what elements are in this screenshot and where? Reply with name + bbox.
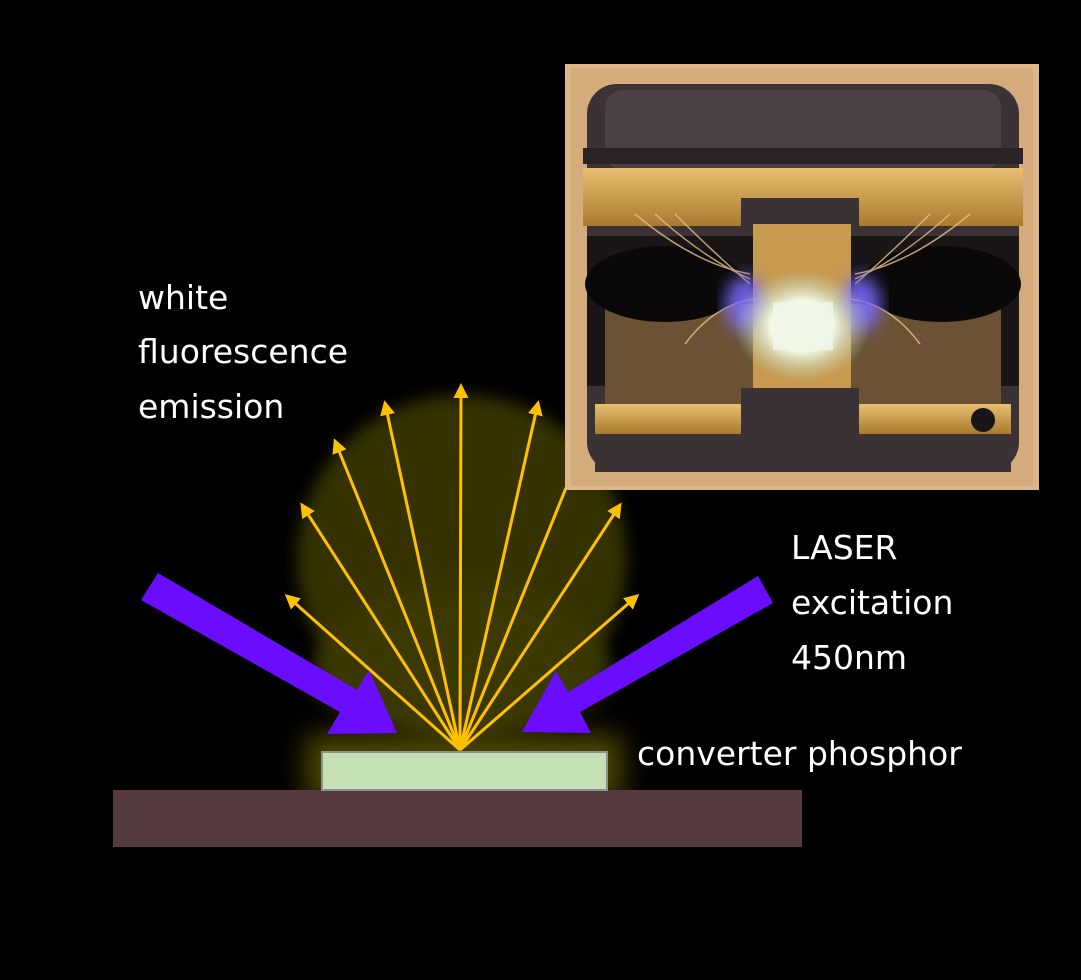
converter-phosphor bbox=[321, 751, 608, 791]
emission-rays bbox=[284, 383, 640, 752]
laser-label-line: LASER bbox=[791, 528, 897, 567]
emission-ray bbox=[284, 594, 461, 752]
emission-ray bbox=[332, 438, 462, 751]
package-photo bbox=[565, 64, 1039, 490]
emission-ray bbox=[458, 502, 622, 751]
emission-ray bbox=[380, 400, 462, 751]
laser-label-line: 450nm bbox=[791, 638, 907, 677]
converter-label: converter phosphor bbox=[637, 734, 962, 773]
emission-label-line: emission bbox=[138, 387, 284, 426]
emission-label: white fluorescence emission bbox=[138, 278, 359, 426]
emission-label-line: white bbox=[138, 278, 228, 317]
laser-beam-right bbox=[522, 576, 773, 733]
emission-ray bbox=[459, 594, 640, 752]
laser-beam-left bbox=[141, 573, 397, 734]
laser-label: LASER excitation 450nm bbox=[791, 528, 964, 677]
emission-label-line: fluorescence bbox=[138, 332, 348, 371]
emission-ray bbox=[458, 438, 588, 751]
emission-ray bbox=[458, 400, 543, 751]
emission-ray bbox=[453, 383, 469, 751]
laser-label-line: excitation bbox=[791, 583, 953, 622]
substrate bbox=[113, 790, 802, 847]
emission-ray bbox=[300, 502, 462, 751]
